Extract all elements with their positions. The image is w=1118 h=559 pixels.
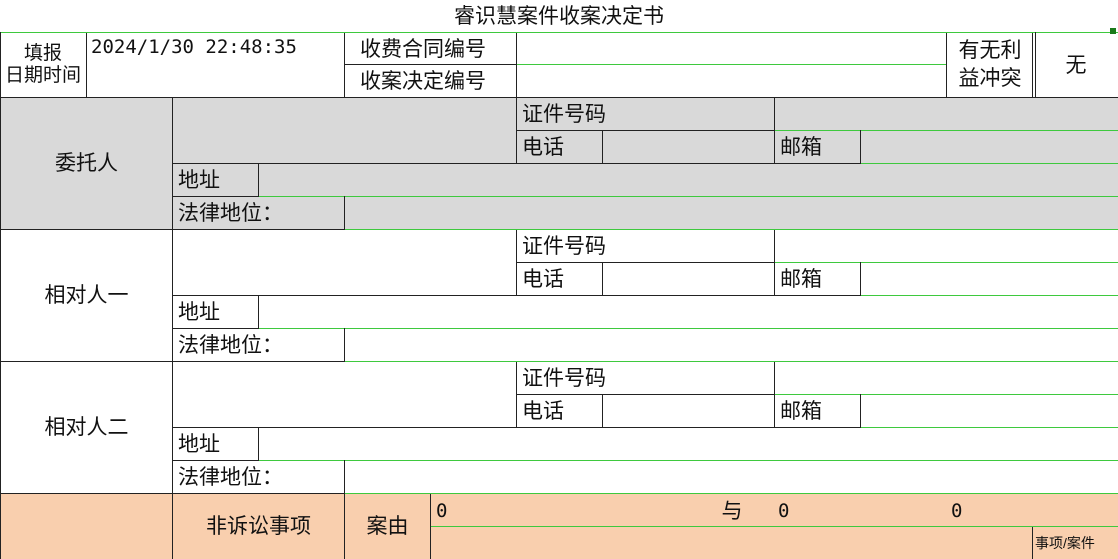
phone-label-opponent-2: 电话 (522, 399, 564, 423)
fill-date-label: 填报 日期时间 (0, 33, 86, 97)
conflict-of-interest-label: 有无利 益冲突 (947, 33, 1033, 97)
email-label-client: 邮箱 (780, 135, 822, 159)
selection-handle[interactable] (1110, 28, 1116, 34)
id-number-label-client: 证件号码 (522, 102, 606, 126)
id-number-input-client[interactable] (775, 98, 1118, 130)
party-name-input-client[interactable] (173, 98, 516, 162)
phone-input-client[interactable] (603, 131, 774, 163)
email-label-opponent-2: 邮箱 (780, 399, 822, 423)
phone-label-opponent-1: 电话 (522, 267, 564, 291)
party-name-input-opponent-1[interactable] (173, 230, 516, 294)
phone-input-opponent-1[interactable] (603, 263, 774, 295)
legal-status-label-opponent-1: 法律地位： (178, 333, 283, 357)
party-role-opponent-2: 相对人二 (44, 416, 129, 439)
address-label-opponent-1: 地址 (178, 300, 220, 324)
party-role-client: 委托人 (55, 152, 118, 175)
email-input-client[interactable] (861, 131, 1118, 163)
address-label-opponent-2: 地址 (178, 432, 220, 456)
page-title: 睿识慧案件收案决定书 (454, 5, 664, 28)
id-number-input-opponent-2[interactable] (775, 362, 1118, 394)
phone-input-opponent-2[interactable] (603, 395, 774, 427)
id-number-label-opponent-2: 证件号码 (522, 366, 606, 390)
matter-tag: 事项/案件 (1035, 535, 1095, 551)
address-input-client[interactable] (259, 164, 1118, 196)
email-label-opponent-1: 邮箱 (780, 267, 822, 291)
conflict-of-interest-value[interactable]: 无 (1065, 53, 1087, 77)
address-label-client: 地址 (178, 168, 220, 192)
address-input-opponent-1[interactable] (259, 296, 1118, 328)
fill-date-label-line1: 填报 (23, 43, 62, 64)
matter-type-label: 非诉讼事项 (206, 515, 311, 538)
conflict-label-line1: 有无利 (958, 39, 1022, 62)
party-role-opponent-1: 相对人一 (44, 284, 129, 307)
fill-date-label-line2: 日期时间 (4, 65, 81, 86)
email-input-opponent-1[interactable] (861, 263, 1118, 295)
address-input-opponent-2[interactable] (259, 428, 1118, 460)
email-input-opponent-2[interactable] (861, 395, 1118, 427)
legal-status-input-client[interactable] (345, 197, 1118, 229)
decision-number-label: 收案决定编号 (360, 69, 486, 93)
legal-status-input-opponent-2[interactable] (345, 461, 1118, 493)
legal-status-label-opponent-2: 法律地位： (178, 465, 283, 489)
conflict-label-line2: 益冲突 (958, 67, 1022, 90)
id-number-label-opponent-1: 证件号码 (522, 234, 606, 258)
cause-connector: 与 (721, 499, 743, 523)
legal-status-input-opponent-1[interactable] (345, 329, 1118, 361)
fill-datetime-value[interactable]: 2024/1/30 22:48:35 (91, 38, 297, 58)
decision-number-input[interactable] (517, 65, 946, 96)
id-number-input-opponent-1[interactable] (775, 230, 1118, 262)
fee-contract-label: 收费合同编号 (360, 37, 486, 61)
party-name-input-opponent-2[interactable] (173, 362, 516, 426)
cause-extra-value[interactable]: 0 (951, 499, 963, 522)
cause-party-a[interactable]: 0 (436, 499, 448, 522)
cause-of-action-label: 案由 (366, 515, 409, 538)
cause-party-b[interactable]: 0 (778, 499, 790, 522)
fee-contract-input[interactable] (517, 33, 946, 64)
phone-label-client: 电话 (522, 135, 564, 159)
legal-status-label-client: 法律地位： (178, 201, 283, 225)
